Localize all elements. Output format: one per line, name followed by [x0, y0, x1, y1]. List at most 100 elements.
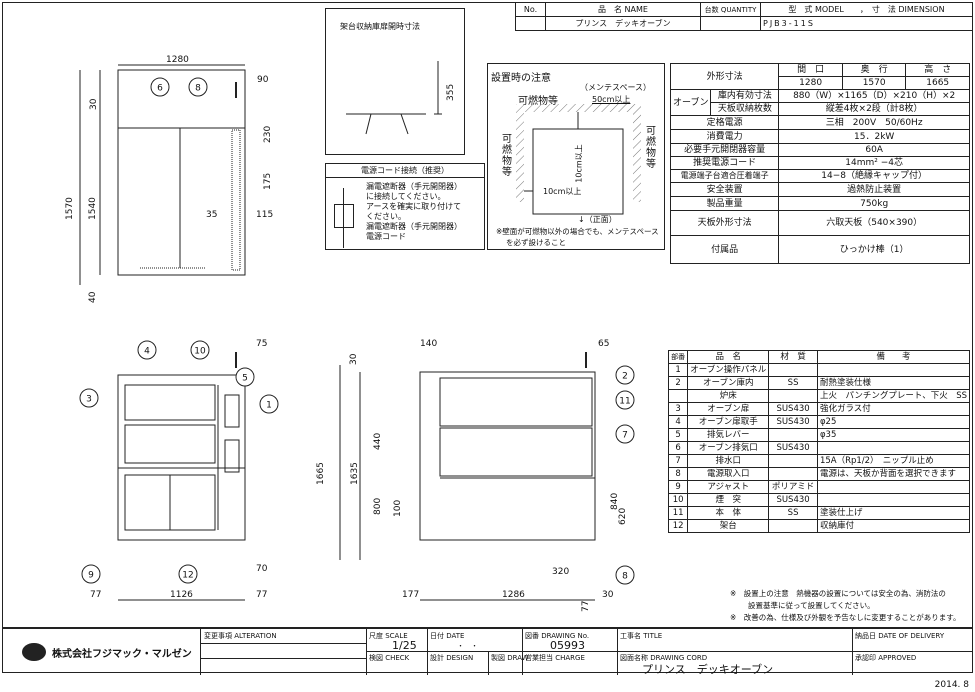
check-label: 検図 CHECK	[369, 654, 410, 662]
parts-cell: 12	[667, 519, 689, 533]
dim-label: 320	[552, 567, 569, 577]
power-text: に接続してください。	[366, 192, 446, 201]
installation-sketch	[516, 104, 641, 215]
date-label: 日付 DATE	[430, 632, 465, 640]
callout-circle	[615, 365, 635, 385]
front-label: ↓（正面）	[578, 215, 617, 224]
dim-label: 115	[256, 210, 273, 220]
dim-label: 440	[373, 433, 383, 450]
breaker-icon	[334, 204, 354, 228]
callout-circle	[259, 394, 279, 414]
callout-number: 5	[242, 374, 248, 384]
callout-circle	[81, 564, 101, 584]
parts-cell: 架台	[687, 519, 770, 533]
dim-label: 40	[88, 291, 98, 303]
side-view-top	[79, 64, 246, 285]
callout-circle	[235, 367, 255, 387]
dim-label: 1665	[316, 462, 326, 485]
drawing-frame	[2, 2, 973, 673]
spec-value: 六取天板（540×390）	[778, 210, 970, 236]
dim-label: 230	[263, 126, 273, 143]
breaker-label: 漏電遮断器（手元開閉器）	[366, 222, 462, 231]
callout-circle	[615, 565, 635, 585]
dim-label: 75	[256, 339, 267, 349]
technical-drawings: 1280 90 30 1570 1540 40 230 175 35 115 7…	[65, 55, 635, 612]
callout-circle	[79, 388, 99, 408]
scale-value: 1/25	[392, 639, 417, 652]
callout-number: 6	[157, 84, 163, 94]
combustible-left: 可燃物等	[502, 134, 512, 178]
callout-circle	[178, 564, 198, 584]
note: 設置基準に従って設置してください。	[748, 601, 875, 610]
issue-date: 2014. 8	[934, 680, 969, 690]
install-note: ※壁面が可燃物以外の場合でも、メンテスペース	[496, 227, 659, 236]
dim-label: 65	[598, 339, 609, 349]
callout-number: 8	[195, 84, 201, 94]
combustible-right: 可燃物等	[646, 126, 656, 170]
dim-label: 90	[257, 75, 269, 85]
front-view	[117, 352, 246, 601]
parts-cell: 収納庫付	[816, 519, 971, 533]
power-box-title: 電源コード接続（推奨）	[326, 164, 484, 178]
callout-number: 8	[622, 572, 628, 582]
dim-label: 1540	[88, 197, 98, 220]
spec-value: ひっかけ棒（1）	[778, 235, 970, 264]
callout-number: 2	[622, 372, 628, 382]
spec-label: 付属品	[669, 235, 780, 264]
callout-circle	[137, 340, 157, 360]
scale-label: 尺度 SCALE	[369, 632, 408, 640]
charge-label: 営業担当 CHARGE	[525, 654, 585, 662]
dim-label: 620	[618, 508, 628, 525]
dim-label: 1570	[65, 197, 75, 220]
general-notes: ※ 設置上の注意 熱機器の設置については安全の為、消防法の 設置基準に従って設置…	[730, 588, 961, 624]
title-label: 工事名 TITLE	[620, 632, 663, 640]
callout-number: 3	[86, 395, 92, 405]
callout-number: 10	[194, 347, 206, 357]
side-view-bottom	[339, 352, 596, 601]
dim-label: 30	[89, 98, 99, 110]
dim-label: 177	[402, 590, 419, 600]
company-logo	[22, 643, 46, 661]
dim-label: 100	[393, 500, 403, 517]
drawing-cord: プリンス デッキオーブン	[642, 663, 774, 676]
dim-label: 1280	[166, 55, 189, 65]
dim-label: 30	[602, 590, 614, 600]
dim-label: 1286	[502, 590, 525, 600]
dim-label: 1126	[170, 590, 193, 600]
dim-label: 1635	[350, 462, 360, 485]
installation-notes-box: 設置時の注意 （メンテスペース） 可燃物等 50cm以上 可燃物等 可燃物等 1…	[487, 63, 665, 250]
space-10cm-h: 10cm以上	[543, 187, 582, 196]
maint-space-label: （メンテスペース）	[580, 83, 652, 92]
approved-label: 承認印 APPROVED	[855, 654, 917, 662]
parts-row: 炉床上火 パンチングプレート、下火 SS	[667, 389, 971, 403]
power-text: ください。	[366, 212, 406, 221]
storage-dim: 355	[446, 84, 456, 101]
callout-number: 7	[622, 431, 628, 441]
callout-number: 9	[88, 571, 94, 581]
storage-box-title: 架台収納庫扉開時寸法	[340, 22, 420, 31]
callout-circle	[190, 340, 210, 360]
space-50cm: 50cm以上	[592, 95, 631, 104]
dim-label: 30	[349, 353, 359, 365]
draw-label: 製図 DRAW	[491, 654, 529, 662]
drawing-no: 05993	[550, 639, 585, 652]
dim-label: 35	[206, 210, 217, 220]
callout-number: 4	[144, 347, 150, 357]
storage-door-box: 架台収納庫扉開時寸法 355	[325, 8, 465, 155]
note: ※ 改善の為、仕様及び外観を予告なしに変更することがあります。	[730, 613, 961, 622]
drawing-cord-label: 図面名称 DRAWING CORD	[620, 654, 708, 662]
model: PJB3-11S	[760, 16, 973, 31]
alteration-label: 変更事項 ALTERATION	[204, 632, 277, 640]
company-name: 株式会社フジマック・マルゼン	[52, 649, 192, 660]
dim-label: 175	[263, 173, 273, 190]
date-value: ・ ・	[457, 642, 478, 650]
callout-circle	[150, 77, 170, 97]
